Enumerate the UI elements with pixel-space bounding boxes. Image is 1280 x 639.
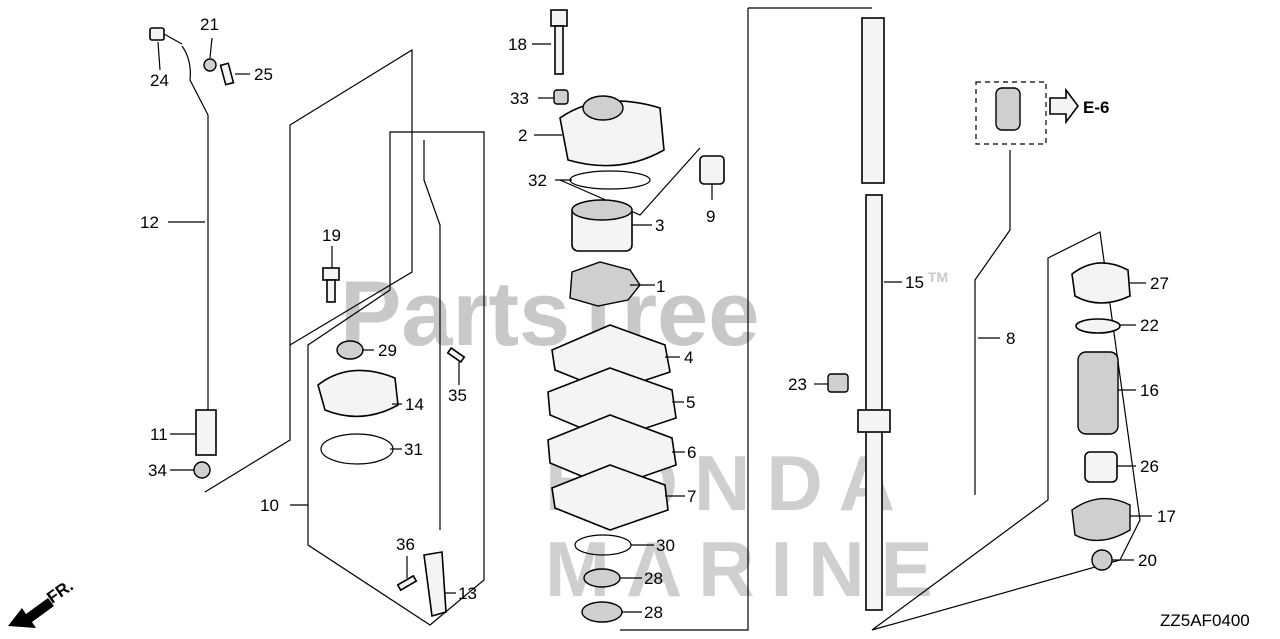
part-4-gasket <box>551 324 671 393</box>
part-6-gasket <box>547 414 677 489</box>
assembly-frames <box>204 7 1141 631</box>
part-5-plate <box>547 367 677 441</box>
reference-label: E-6 <box>1083 98 1109 117</box>
part-14-holder <box>317 369 399 418</box>
callout-12[interactable]: 12 <box>140 213 159 232</box>
parts <box>149 9 1131 623</box>
callout-30[interactable]: 30 <box>656 536 675 555</box>
part-8-water-tube <box>974 150 1011 495</box>
part-grommet <box>995 87 1021 131</box>
part-shift-rod <box>423 140 441 530</box>
callout-1[interactable]: 1 <box>656 277 665 296</box>
frame-e6-box <box>975 81 1047 145</box>
part-15-drive-shaft <box>857 17 891 611</box>
callout-36[interactable]: 36 <box>396 535 415 554</box>
part-34-nut <box>193 461 211 479</box>
callout-13[interactable]: 13 <box>458 584 477 603</box>
leader-lines <box>157 37 1152 613</box>
watermark-trademark: TM <box>928 269 948 285</box>
part-36-pin <box>396 574 418 592</box>
callout-28-upper[interactable]: 28 <box>644 569 663 588</box>
callout-31[interactable]: 31 <box>404 440 423 459</box>
part-31-oring <box>320 433 394 465</box>
part-18-bolt <box>550 9 568 75</box>
part-3-liner <box>571 199 633 252</box>
part-32-gasket <box>569 170 651 190</box>
callout-32[interactable]: 32 <box>528 171 547 190</box>
part-26-bearing <box>1084 451 1118 483</box>
frame-center <box>620 8 749 631</box>
part-11-collar <box>195 409 217 456</box>
part-27-bearing <box>1071 262 1131 304</box>
part-17-gear <box>1071 497 1131 542</box>
callout-4[interactable]: 4 <box>684 348 693 367</box>
part-12-rod <box>181 45 209 410</box>
callout-25[interactable]: 25 <box>254 65 273 84</box>
callout-23[interactable]: 23 <box>788 375 807 394</box>
front-direction-indicator: FR. <box>8 576 77 628</box>
callout-21[interactable]: 21 <box>200 15 219 34</box>
callout-9[interactable]: 9 <box>706 207 715 226</box>
part-7-gasket <box>551 464 669 531</box>
callout-2[interactable]: 2 <box>518 126 527 145</box>
callout-10[interactable]: 10 <box>260 496 279 515</box>
callout-22[interactable]: 22 <box>1140 316 1159 335</box>
frame-left-rod <box>204 125 291 493</box>
part-9-collar <box>699 155 725 185</box>
callout-34[interactable]: 34 <box>148 461 167 480</box>
callout-17[interactable]: 17 <box>1157 507 1176 526</box>
part-1-impeller <box>569 261 641 307</box>
frame-impeller <box>559 147 701 216</box>
callout-19[interactable]: 19 <box>322 226 341 245</box>
callout-7[interactable]: 7 <box>687 487 696 506</box>
callout-28-lower[interactable]: 28 <box>644 603 663 622</box>
callout-29[interactable]: 29 <box>378 341 397 360</box>
part-28-seal-lower <box>581 601 623 623</box>
part-23-collar <box>827 373 849 393</box>
callouts: 1 2 3 4 5 6 7 8 9 10 11 12 13 14 15 16 1… <box>140 15 1176 622</box>
part-21-nut <box>203 58 217 72</box>
part-13-cam <box>423 551 447 618</box>
callout-26[interactable]: 26 <box>1140 457 1159 476</box>
callout-5[interactable]: 5 <box>686 393 695 412</box>
part-19-bolt <box>322 267 340 303</box>
callout-16[interactable]: 16 <box>1140 381 1159 400</box>
callout-18[interactable]: 18 <box>508 35 527 54</box>
right-arrow-icon <box>1049 87 1079 125</box>
part-16-spring <box>1077 351 1119 435</box>
part-20-nut <box>1091 549 1113 571</box>
part-29-seal <box>336 340 364 360</box>
part-33-nut <box>553 89 569 105</box>
part-24-bolt <box>149 27 183 45</box>
callout-33[interactable]: 33 <box>510 89 529 108</box>
callout-35[interactable]: 35 <box>448 386 467 405</box>
part-28-seal-upper <box>583 568 621 588</box>
part-25-pin <box>219 62 235 86</box>
frame-shift-assembly <box>307 131 485 626</box>
callout-20[interactable]: 20 <box>1138 551 1157 570</box>
callout-24[interactable]: 24 <box>150 71 169 90</box>
callout-3[interactable]: 3 <box>655 216 664 235</box>
front-arrow-icon <box>8 598 54 628</box>
callout-15[interactable]: 15 <box>905 273 924 292</box>
e6-reference: E-6 <box>1049 87 1109 125</box>
part-22-shim <box>1075 318 1121 334</box>
diagram-code: ZZ5AF0400 <box>1160 611 1250 630</box>
callout-6[interactable]: 6 <box>687 443 696 462</box>
watermark-brand: PartsTree <box>340 263 759 365</box>
callout-11[interactable]: 11 <box>150 425 168 444</box>
part-2-pump-housing <box>559 95 665 167</box>
part-35-pin <box>446 346 466 364</box>
callout-14[interactable]: 14 <box>405 395 424 414</box>
callout-8[interactable]: 8 <box>1006 329 1015 348</box>
frame-left-upper <box>289 48 413 346</box>
callout-27[interactable]: 27 <box>1150 274 1169 293</box>
